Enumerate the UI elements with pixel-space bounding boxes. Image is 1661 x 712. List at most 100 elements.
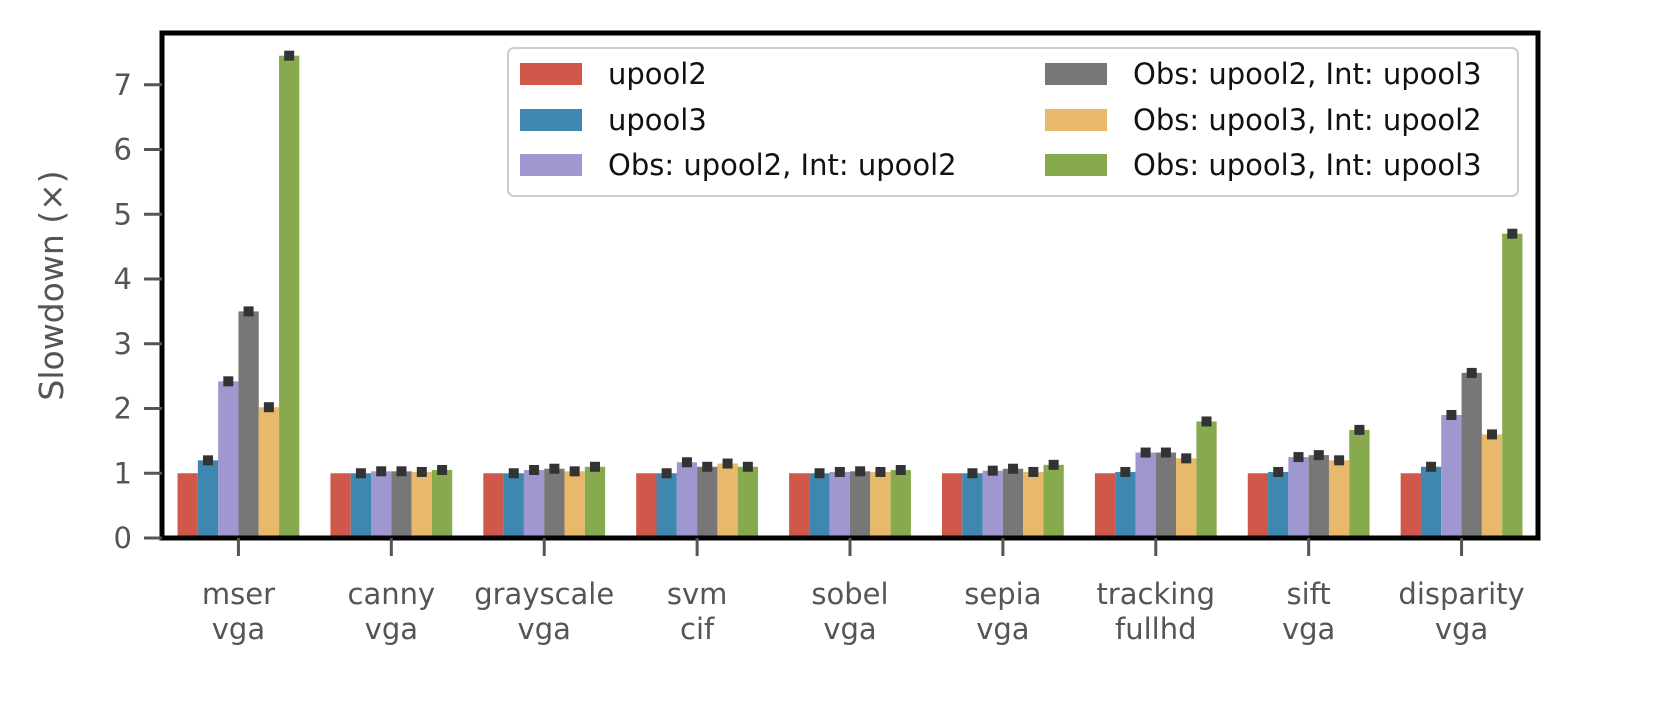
bar-sepia-series-2 [962, 473, 983, 538]
bar-mser-series-3 [218, 381, 239, 538]
bar-disparity-series-3 [1441, 414, 1462, 538]
error-marker-sobel-series-2 [814, 468, 825, 479]
y-axis-label: Slowdown (×) [32, 170, 71, 400]
bar-mser-series-1 [177, 473, 198, 538]
error-marker-mser-series-2 [202, 455, 213, 466]
bar-sobel-series-4 [850, 471, 871, 538]
error-marker-disparity-series-3 [1446, 409, 1457, 420]
error-marker-svm-series-3 [681, 457, 692, 468]
error-marker-mser-series-5 [263, 402, 274, 413]
error-marker-canny-series-2 [355, 468, 366, 479]
x-tick-label-line: fullhd [1115, 612, 1197, 646]
bar-grayscale-series-5 [564, 471, 585, 538]
bar-sepia-series-6 [1043, 464, 1064, 538]
error-marker-sobel-series-3 [834, 466, 845, 477]
y-tick-label: 7 [114, 68, 132, 102]
error-marker-sepia-series-4 [1008, 463, 1019, 474]
x-tick-label-line: vga [976, 612, 1029, 646]
error-marker-disparity-series-4 [1466, 367, 1477, 378]
error-marker-tracking-series-6 [1201, 416, 1212, 427]
error-markers-layer [202, 50, 1518, 479]
x-tick-label-line: vga [212, 612, 265, 646]
bar-sobel-series-6 [890, 470, 911, 538]
error-marker-grayscale-series-3 [529, 465, 540, 476]
error-marker-canny-series-3 [376, 466, 387, 477]
error-marker-mser-series-6 [284, 50, 295, 61]
legend-label-6: Obs: upool3, Int: upool3 [1133, 148, 1482, 182]
error-marker-sepia-series-3 [987, 465, 998, 476]
error-marker-sift-series-4 [1313, 450, 1324, 461]
bar-mser-series-6 [279, 55, 300, 539]
x-tick-label-line: vga [1282, 612, 1335, 646]
error-marker-disparity-series-6 [1507, 228, 1518, 239]
bar-canny-series-4 [391, 471, 412, 538]
bar-canny-series-1 [330, 473, 351, 538]
bar-svm-series-3 [676, 462, 698, 538]
error-marker-grayscale-series-2 [508, 468, 519, 479]
error-marker-canny-series-5 [416, 466, 427, 477]
error-marker-sift-series-6 [1354, 424, 1365, 435]
error-marker-canny-series-6 [437, 465, 448, 476]
error-marker-sift-series-2 [1273, 466, 1284, 477]
x-tick-label-line: tracking [1096, 577, 1215, 611]
error-marker-mser-series-3 [223, 376, 234, 387]
x-tick-label-line: canny [348, 577, 436, 611]
legend-box [507, 47, 1519, 197]
y-tick-label: 1 [114, 456, 132, 490]
bar-disparity-series-1 [1400, 473, 1421, 538]
x-tick-label-line: vga [1435, 612, 1488, 646]
bar-canny-series-5 [411, 471, 432, 538]
error-marker-svm-series-4 [702, 461, 713, 472]
error-marker-grayscale-series-6 [589, 461, 600, 472]
legend-label-3: Obs: upool2, Int: upool2 [608, 148, 957, 182]
x-tick-label-line: vga [823, 612, 876, 646]
bar-tracking-series-6 [1196, 421, 1217, 538]
x-tick-label-line: cif [680, 612, 715, 646]
error-marker-grayscale-series-5 [569, 466, 580, 477]
error-marker-sift-series-3 [1293, 452, 1304, 463]
error-marker-mser-series-4 [243, 306, 254, 317]
bar-tracking-series-5 [1176, 458, 1197, 538]
bar-grayscale-series-1 [483, 473, 504, 538]
error-marker-sepia-series-6 [1048, 459, 1059, 470]
legend-label-1: upool2 [608, 57, 707, 91]
y-tick-label: 6 [114, 133, 132, 167]
legend-swatch-3 [520, 154, 582, 176]
bar-mser-series-5 [258, 407, 280, 538]
error-marker-disparity-series-5 [1487, 429, 1498, 440]
y-tick-label: 4 [114, 262, 132, 296]
bar-disparity-series-4 [1461, 372, 1482, 538]
error-marker-tracking-series-2 [1120, 466, 1131, 477]
bar-tracking-series-4 [1155, 452, 1177, 538]
error-marker-tracking-series-5 [1181, 453, 1192, 464]
bar-sepia-series-5 [1023, 471, 1044, 538]
bar-disparity-series-5 [1481, 434, 1503, 538]
bar-sobel-series-3 [829, 471, 850, 538]
bar-sobel-series-5 [870, 471, 891, 538]
bars-layer [177, 55, 1523, 539]
x-tick-label-line: sobel [811, 577, 888, 611]
legend-swatch-6 [1045, 154, 1107, 176]
error-marker-tracking-series-4 [1160, 447, 1171, 458]
bar-disparity-series-2 [1420, 466, 1442, 538]
bar-sift-series-2 [1268, 471, 1289, 538]
y-tick-label: 5 [114, 197, 132, 231]
error-marker-svm-series-2 [661, 468, 672, 479]
bar-sift-series-1 [1247, 473, 1269, 538]
error-marker-canny-series-4 [396, 466, 407, 477]
bar-grayscale-series-3 [523, 470, 545, 538]
bar-svm-series-5 [717, 463, 738, 538]
bar-mser-series-4 [238, 311, 259, 538]
x-tick-label-line: disparity [1398, 577, 1524, 611]
